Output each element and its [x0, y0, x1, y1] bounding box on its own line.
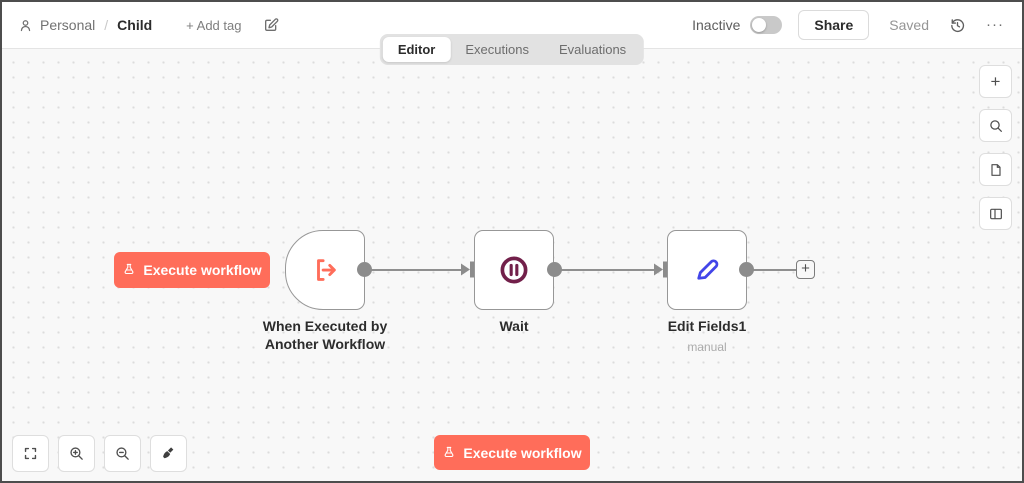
version-history-icon[interactable] [949, 17, 966, 34]
execute-workflow-label: Execute workflow [143, 262, 262, 278]
connection-edit-plus [747, 269, 797, 271]
tidy-up-button[interactable] [150, 435, 187, 472]
zoom-out-button[interactable] [104, 435, 141, 472]
execute-workflow-button-main[interactable]: Execute workflow [434, 435, 590, 470]
node-execute-workflow-trigger[interactable] [285, 230, 365, 310]
canvas-side-controls: + [979, 65, 1012, 230]
saved-status: Saved [889, 17, 929, 33]
workflow-name[interactable]: Child [117, 17, 153, 33]
input-port-wait [461, 261, 475, 278]
user-icon [18, 18, 33, 33]
tab-evaluations[interactable]: Evaluations [558, 42, 627, 57]
add-node-button[interactable]: + [979, 65, 1012, 98]
connection-trigger-wait [365, 269, 464, 271]
breadcrumb-project[interactable]: Personal [40, 17, 96, 33]
add-tag-button[interactable]: + Add tag [186, 17, 242, 33]
output-port-trigger[interactable] [357, 262, 372, 277]
node-label-trigger: When Executed by Another Workflow [262, 318, 388, 352]
workflow-status-label: Inactive [692, 17, 741, 33]
input-port-edit-fields [654, 261, 668, 278]
tab-editor[interactable]: Editor [382, 37, 451, 62]
tab-executions[interactable]: Executions [465, 42, 529, 57]
node-subtitle: manual [687, 340, 727, 354]
top-bar-actions: Inactive Share Saved ··· [692, 10, 1006, 40]
breadcrumb-separator: / [104, 17, 109, 33]
trigger-icon [317, 259, 336, 281]
execute-workflow-label: Execute workflow [463, 444, 582, 461]
output-port-wait[interactable] [547, 262, 562, 277]
node-label-wait: Wait [499, 318, 529, 334]
add-connected-node-button[interactable]: + [796, 260, 815, 279]
fit-view-button[interactable] [12, 435, 49, 472]
execute-workflow-button-inline[interactable]: Execute workflow [114, 252, 270, 288]
zoom-in-button[interactable] [58, 435, 95, 472]
connection-wait-edit [555, 269, 657, 271]
more-options-icon[interactable]: ··· [986, 16, 1004, 33]
pen-icon [697, 259, 719, 280]
node-wait[interactable] [474, 230, 554, 310]
share-button[interactable]: Share [798, 10, 870, 40]
node-edit-fields[interactable] [667, 230, 747, 310]
toggle-panel-icon[interactable] [979, 197, 1012, 230]
pause-icon [500, 256, 528, 284]
canvas-controls [12, 435, 187, 472]
breadcrumb: Personal / Child + Add tag [18, 17, 279, 33]
node-label-edit-fields: Edit Fields1 manual [607, 317, 807, 356]
search-button[interactable] [979, 109, 1012, 142]
toggle-knob [752, 18, 767, 32]
add-sticky-note-button[interactable] [979, 153, 1012, 186]
view-tabs: Editor Executions Evaluations [379, 34, 645, 65]
rename-workflow-icon[interactable] [263, 17, 279, 33]
output-port-edit-fields[interactable] [739, 262, 754, 277]
workflow-canvas[interactable]: Execute workflow When Executed by Anothe… [2, 49, 1022, 481]
activate-toggle[interactable] [750, 16, 783, 34]
